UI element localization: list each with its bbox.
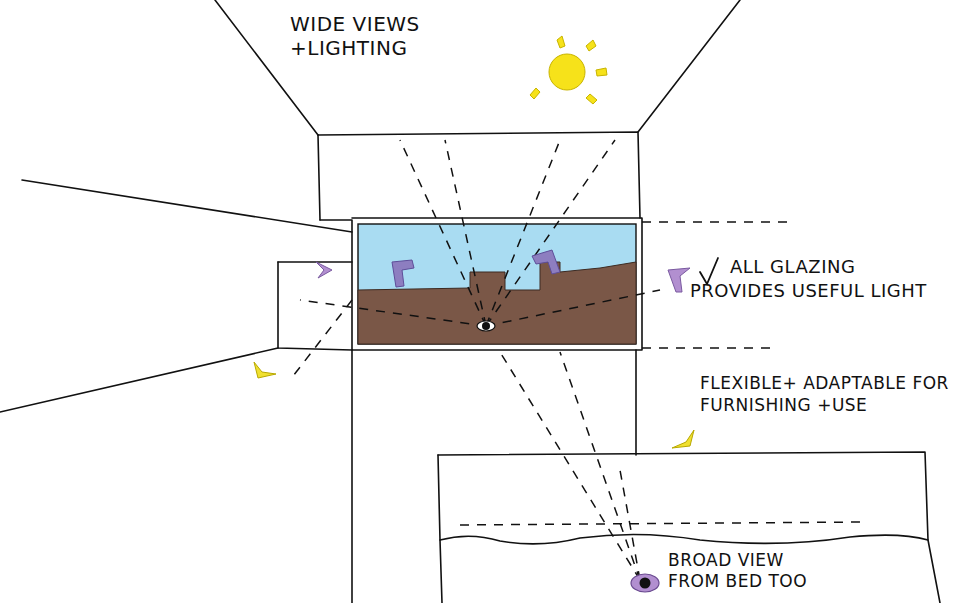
view-note: WIDE VIEWS +LIGHTING [290, 12, 480, 60]
flexible-note: FLEXIBLE+ ADAPTABLE FOR FURNISHING +USE [700, 372, 955, 416]
glazing-note: ALL GLAZING PROVIDES USEFUL LIGHT [690, 255, 955, 303]
bed-view-note: BROAD VIEW FROM BED TOO [668, 550, 838, 592]
